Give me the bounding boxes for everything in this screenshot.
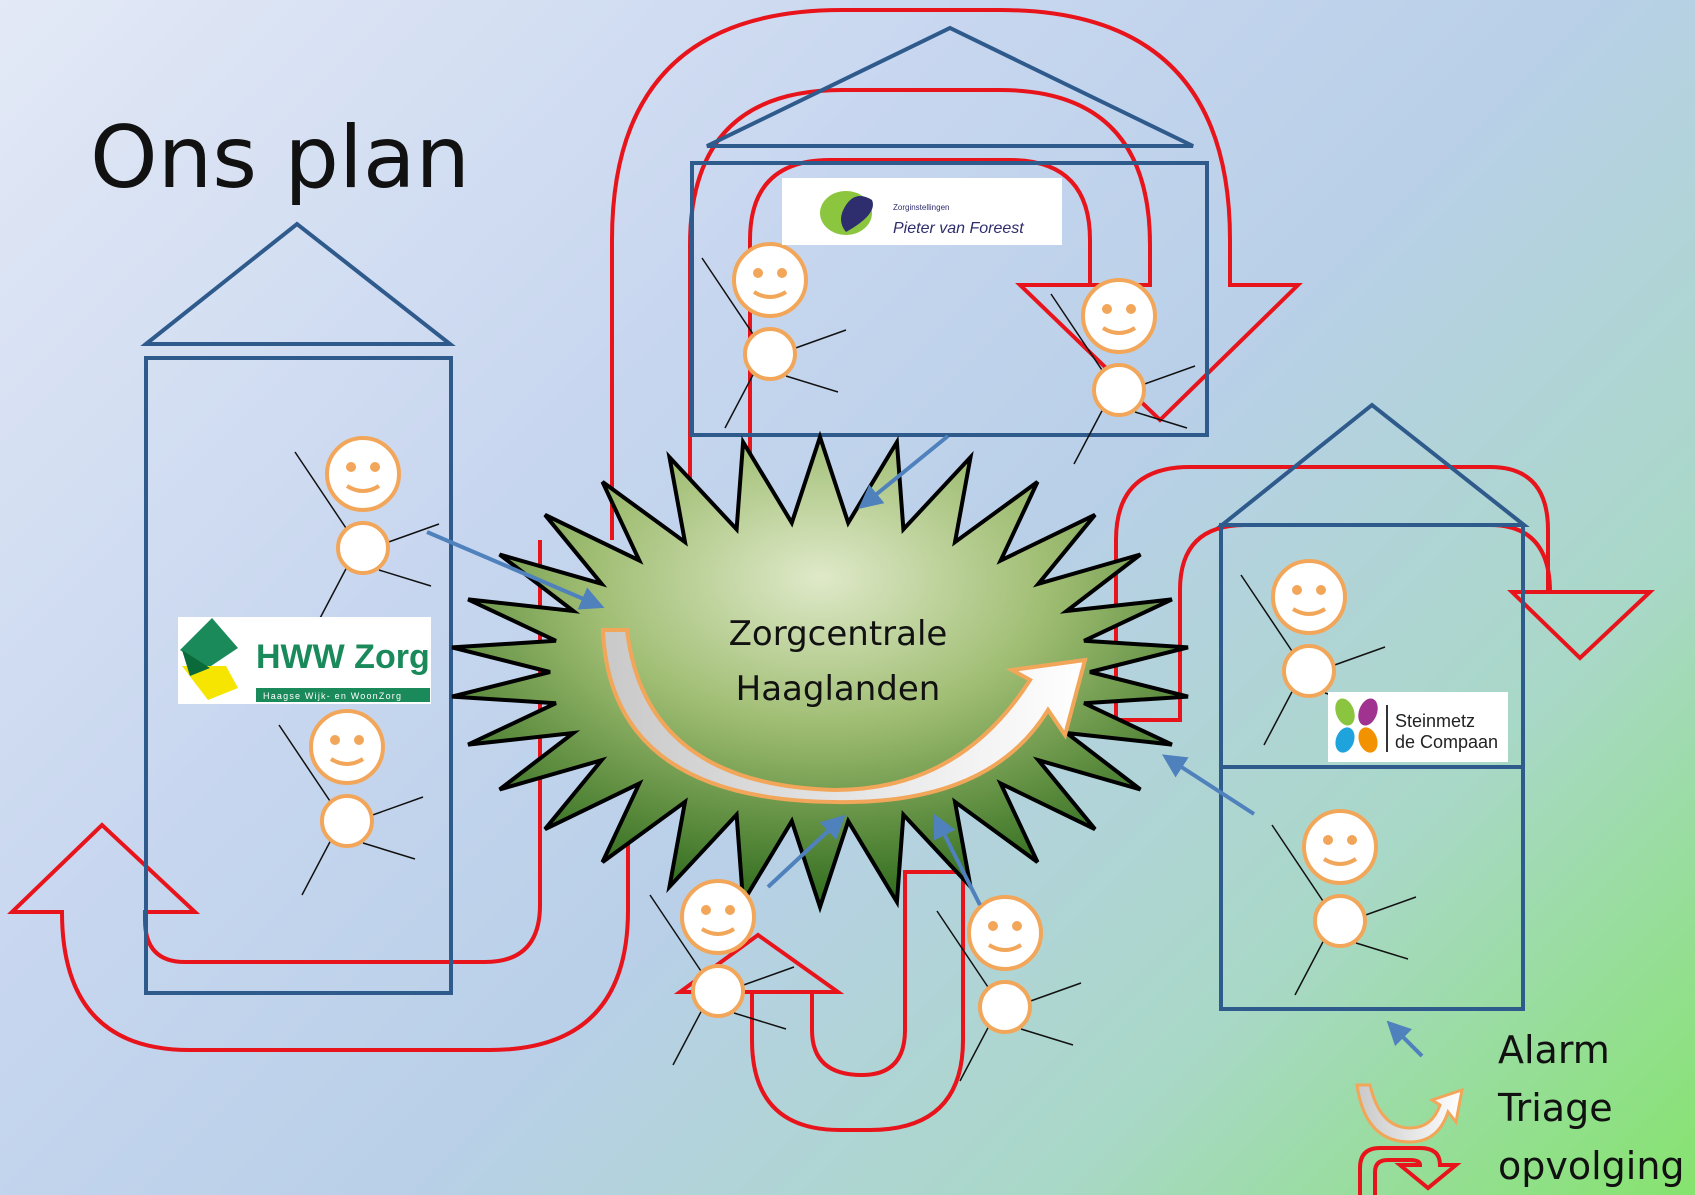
- center-label-line2: Haaglanden: [736, 669, 941, 709]
- zorgcentrale-star: [451, 430, 1189, 914]
- sdc-line1: Steinmetz: [1395, 711, 1475, 731]
- person-icon: [277, 709, 425, 897]
- person-icon: [700, 242, 848, 430]
- logo-pieter-van-foreest: Zorginstellingen Pieter van Foreest: [782, 178, 1062, 245]
- legend-followup-icon: [1358, 1146, 1462, 1195]
- person-icon: [293, 436, 441, 624]
- page-title: Ons plan: [90, 108, 470, 208]
- logo-hww-zorg: HWW Zorg Haagse Wijk- en WoonZorg: [178, 617, 431, 704]
- logo-steinmetz-de-compaan: Steinmetz de Compaan: [1328, 692, 1508, 762]
- loop-hww-lower: [7, 540, 630, 1052]
- legend: Alarm Triage opvolging: [1355, 1020, 1685, 1195]
- legend-followup-label: opvolging: [1498, 1144, 1685, 1188]
- house-sdc: [1216, 402, 1530, 1011]
- triage-arc: [600, 628, 1088, 805]
- followup-loops: [7, 8, 1656, 1132]
- legend-alarm-arrow: [1386, 1020, 1424, 1058]
- house-hww: [140, 221, 456, 995]
- center-label-line1: Zorgcentrale: [729, 614, 948, 654]
- pvf-small-label: Zorginstellingen: [893, 203, 949, 212]
- alarm-arrows: [426, 434, 1256, 906]
- loop-sdc: [1114, 465, 1656, 722]
- house-pvf: [690, 25, 1209, 437]
- loop-pvf: [748, 158, 1092, 540]
- legend-triage-label: Triage: [1497, 1086, 1613, 1130]
- loop-hww: [610, 8, 1303, 540]
- loop-bottom: [673, 870, 965, 1132]
- sdc-line2: de Compaan: [1395, 732, 1498, 752]
- person-icon: [935, 895, 1083, 1083]
- legend-triage-icon: [1355, 1083, 1464, 1144]
- pvf-name: Pieter van Foreest: [893, 220, 1024, 237]
- legend-alarm-label: Alarm: [1498, 1028, 1610, 1072]
- hww-name: HWW Zorg: [256, 638, 430, 676]
- person-icon: [648, 879, 796, 1067]
- person-icon: [1270, 809, 1418, 997]
- hww-subtitle: Haagse Wijk- en WoonZorg: [263, 691, 402, 701]
